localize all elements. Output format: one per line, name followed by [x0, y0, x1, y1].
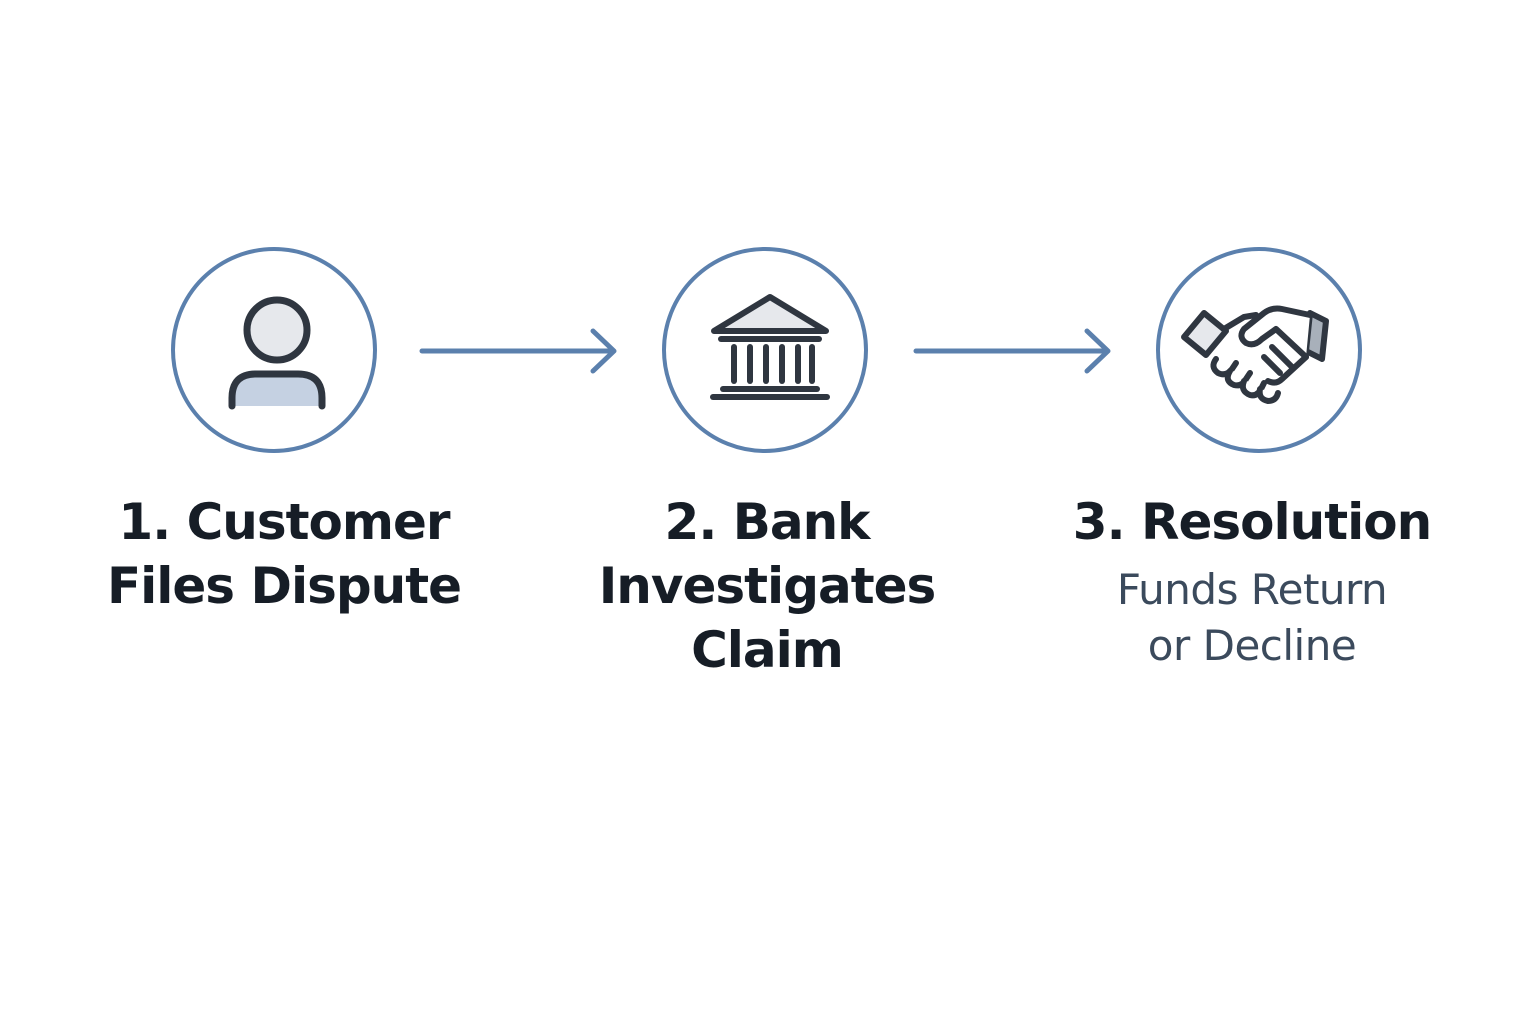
arrow-1-to-2 [419, 328, 617, 374]
person-icon [228, 296, 326, 410]
step-3-title: 3. Resolution [1052, 490, 1452, 554]
step-2-title-line-2: Investigates [598, 557, 937, 615]
step-1-title-line-2: Files Dispute [106, 557, 462, 615]
step-2-title: 2. Bank Investigates Claim [567, 490, 967, 682]
step-3-subtitle: Funds Return or Decline [1052, 562, 1452, 674]
arrow-2-to-3 [913, 328, 1111, 374]
step-1-title-line-1: 1. Customer [118, 493, 450, 551]
step-3-title-line-1: 3. Resolution [1072, 493, 1432, 551]
step-2-title-line-3: Claim [691, 621, 844, 679]
step-3-subtitle-line-2: or Decline [1147, 621, 1357, 670]
step-1-circle [171, 247, 377, 453]
handshake-icon [1181, 305, 1329, 404]
bank-icon [710, 294, 830, 400]
step-2-title-line-1: 2. Bank [664, 493, 871, 551]
step-2-circle [662, 247, 868, 453]
step-1-title: 1. Customer Files Dispute [84, 490, 484, 618]
step-3-circle [1156, 247, 1362, 453]
step-3-subtitle-line-1: Funds Return [1116, 565, 1388, 614]
